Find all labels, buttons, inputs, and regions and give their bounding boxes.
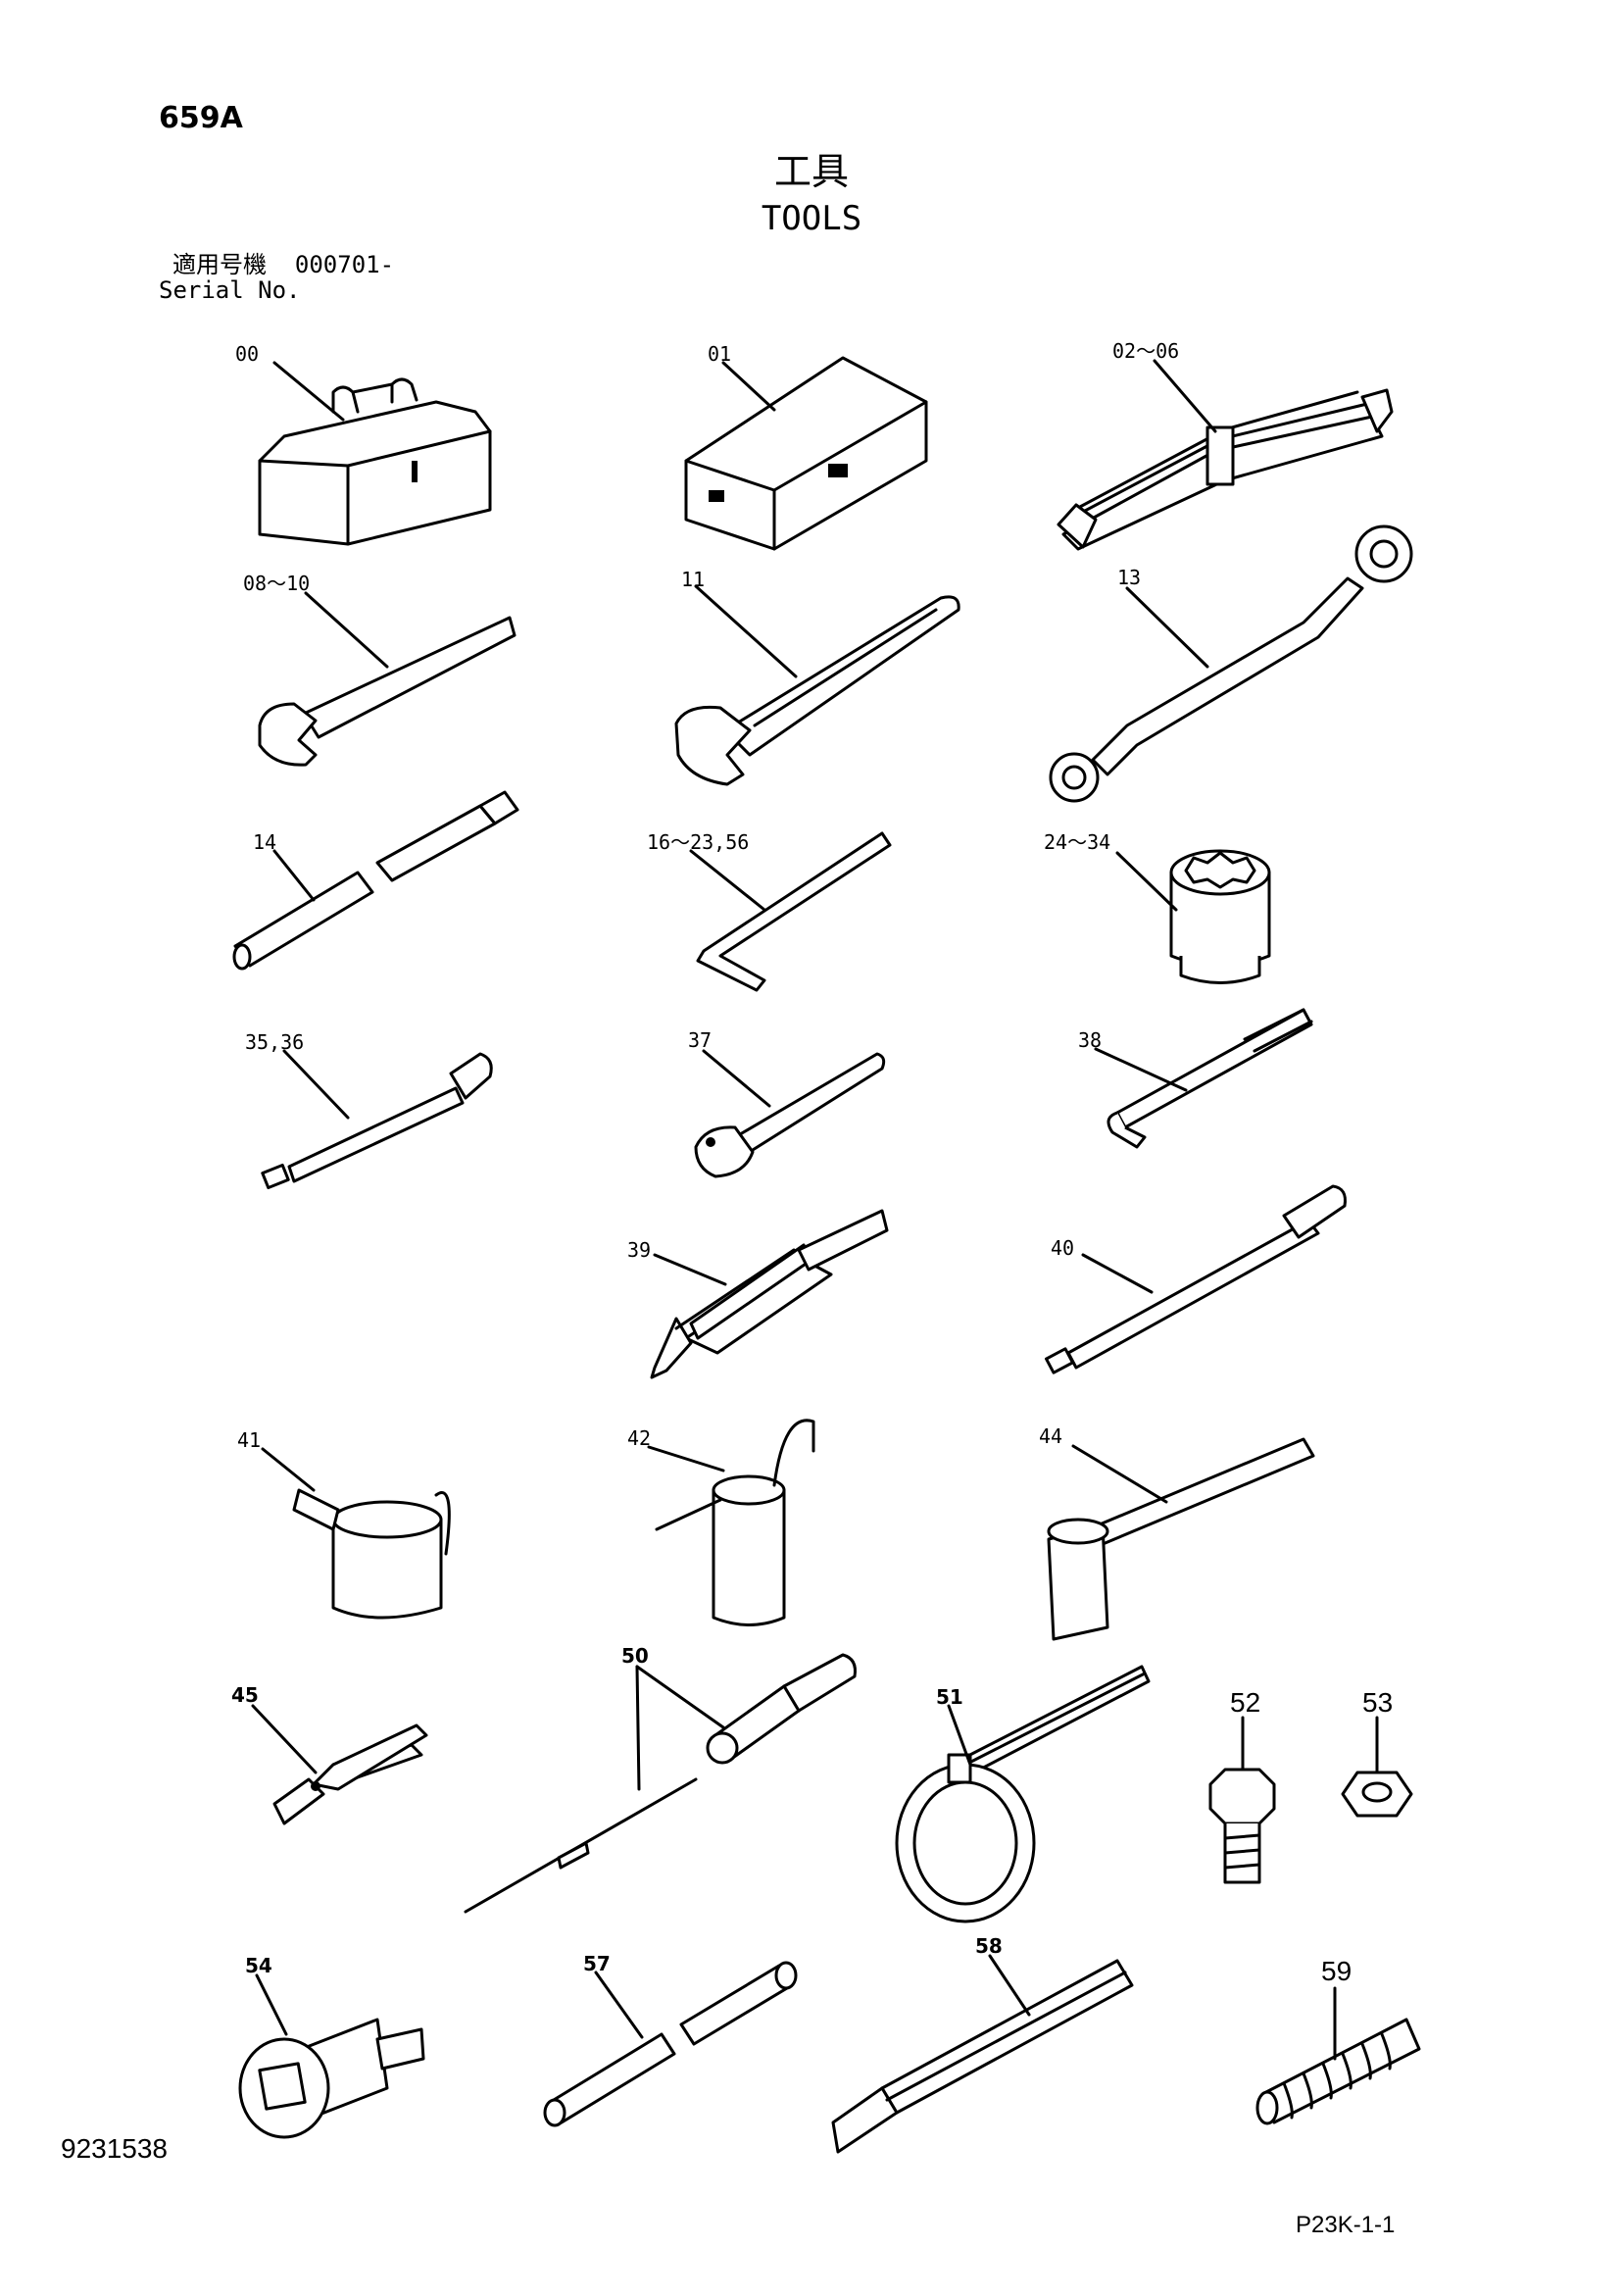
leader-line [1081,1253,1154,1294]
tool-box-icon [258,377,492,546]
leader-line [689,849,766,912]
leader-line [594,1971,644,2039]
leader-line [261,1447,316,1492]
part-label: 14 [253,830,276,854]
nut-icon [1341,1771,1413,1818]
leader-line [1071,1444,1168,1504]
leader-line [1125,586,1209,669]
grease-gun-icon [650,1209,889,1379]
part-label: 24～34 [1044,830,1110,854]
leader-line [947,1704,972,1767]
part-label: 45 [231,1683,259,1707]
page-reference: P23K-1-1 [1296,2212,1396,2238]
part-label: 59 [1321,1956,1352,1986]
pipe-icon [543,1961,798,2127]
page-title-jp: 工具 [773,150,849,193]
part-label: 57 [583,1952,611,1975]
part-label: 37 [688,1028,712,1052]
part-label: 40 [1051,1236,1074,1260]
part-label: 44 [1039,1424,1062,1448]
part-label: 52 [1230,1687,1260,1718]
leader-line [272,361,345,422]
part-label: 08～10 [243,572,310,595]
part-label: 00 [235,342,259,366]
part-label: 53 [1362,1687,1393,1718]
handle-icon [694,1052,886,1178]
oiler-icon [655,1419,815,1626]
leader-line [635,1665,641,1791]
filter-wrench-icon [895,1665,1151,1923]
part-label: 13 [1117,566,1141,589]
leader-line [647,1445,725,1472]
part-label: 01 [708,342,731,366]
oil-jug-icon [292,1488,451,1620]
box-wrench-icon [1049,524,1413,803]
part-label: 38 [1078,1028,1102,1052]
chisel-icon [831,1959,1134,2154]
leader-line [635,1665,725,1729]
serial-label: Serial No. [159,276,301,304]
leader-line [272,849,316,902]
leader-line [282,1049,350,1120]
leader-line [1153,359,1217,433]
pliers-icon [272,1723,428,1825]
part-label: 42 [627,1426,651,1450]
l-handle-icon [1107,1008,1313,1149]
wrench-set-icon [1057,388,1394,551]
extension-bar-icon [261,1052,493,1190]
spanner-icon [258,616,516,767]
leader-line [653,1253,727,1286]
part-label: 41 [237,1428,261,1452]
socket-adapter-icon [238,2018,425,2139]
socket-icon [1169,849,1271,984]
part-label: 51 [936,1685,963,1709]
hammer-icon [1047,1437,1315,1641]
serial-label-jp: 適用号機 000701- [172,251,395,278]
leader-line [721,361,776,412]
page-title: TOOLS [761,199,862,238]
document-number: 9231538 [61,2133,169,2164]
part-label: 58 [975,1934,1003,1958]
hex-key-icon [696,831,892,992]
part-label: 35,36 [245,1030,304,1054]
spring-icon [1255,2018,1421,2125]
leader-line [304,591,389,669]
tool-case-icon [684,356,928,551]
grease-gun-rod-icon [1045,1184,1347,1374]
bar-icon [232,790,519,971]
part-label: 02～06 [1112,339,1179,363]
model-number: 659A [159,101,243,135]
leader-line [255,1973,288,2036]
part-label: 50 [621,1644,649,1668]
leader-line [1115,851,1178,912]
adjustable-wrench-icon [674,595,960,786]
leader-line [702,1049,771,1108]
leader-line [694,584,798,678]
part-label: 54 [245,1954,272,1977]
part-label: 11 [681,568,705,591]
bolt-icon [1208,1768,1276,1884]
screwdriver-icon [464,1653,857,1914]
part-label: 39 [627,1238,651,1262]
leader-line [251,1704,318,1774]
leader-line [1094,1047,1188,1092]
leader-line [988,1954,1031,2017]
part-label: 16～23,56 [647,830,749,854]
